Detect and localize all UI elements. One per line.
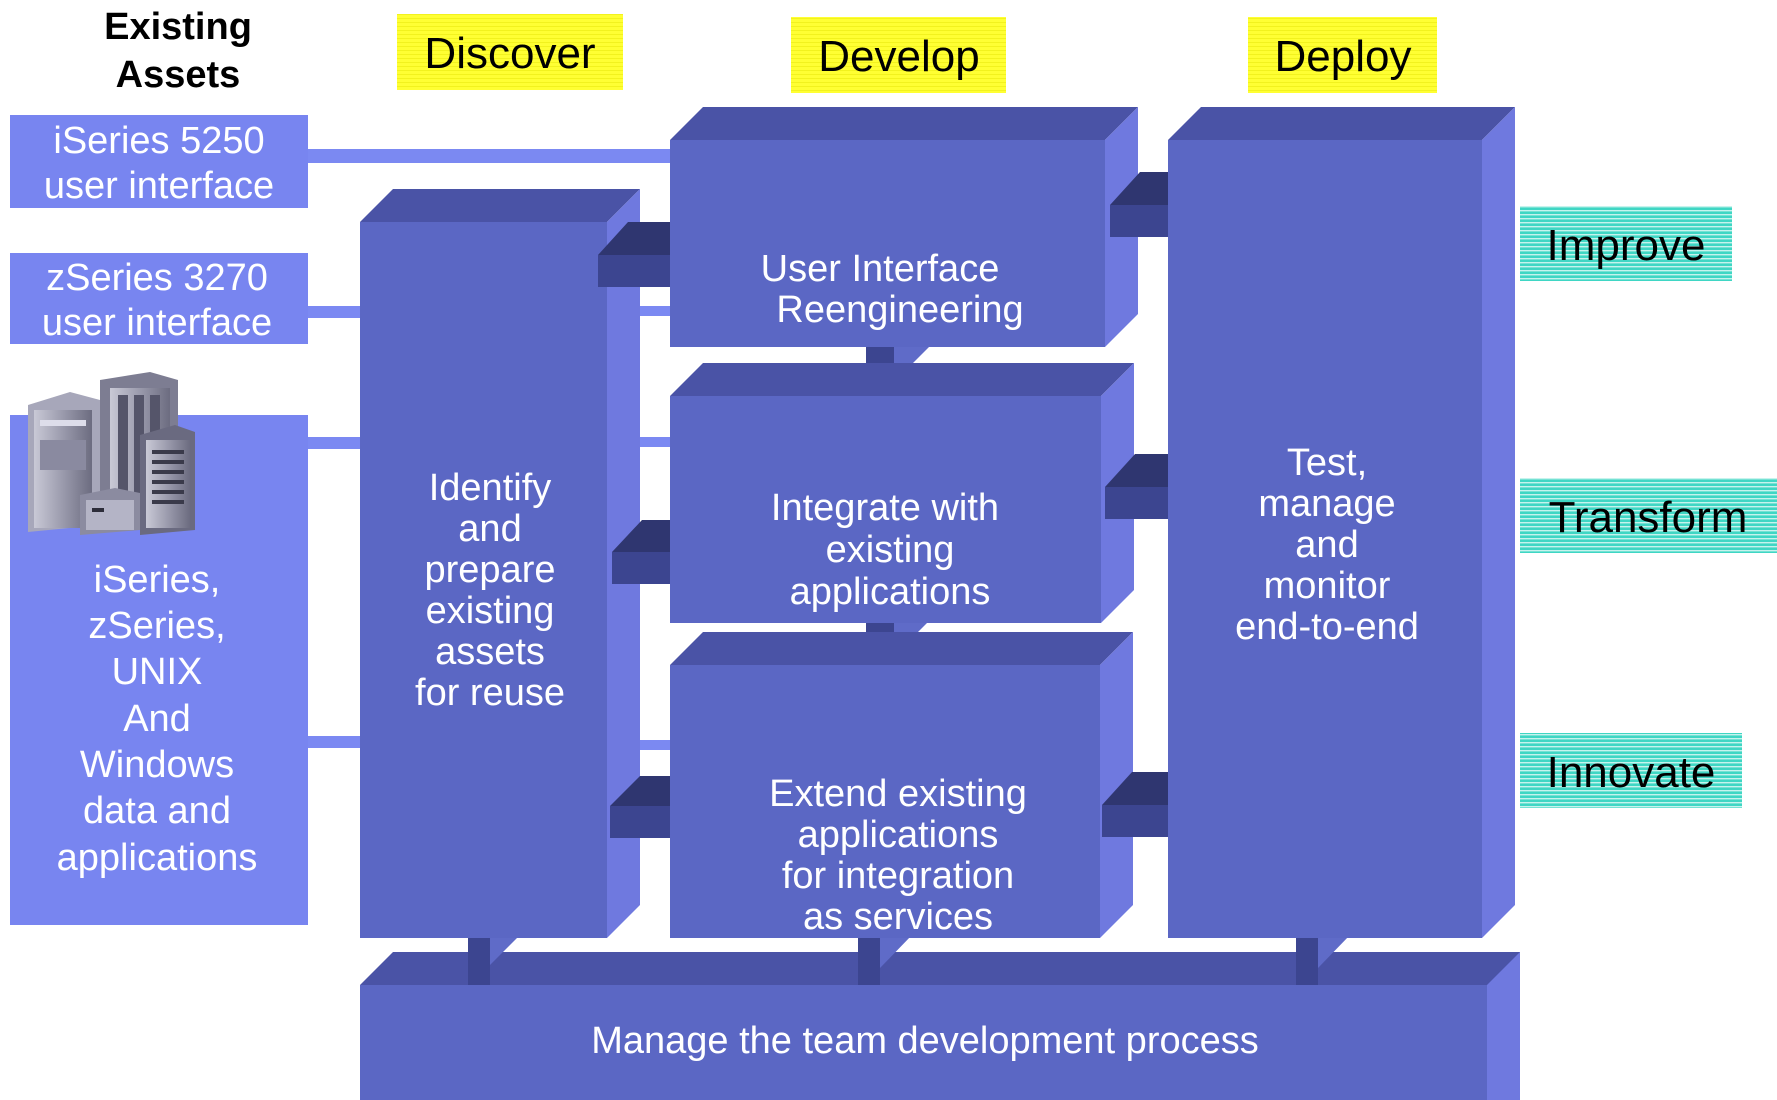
svg-text:assets: assets — [435, 631, 545, 673]
develop-header: Develop — [791, 17, 1006, 93]
svg-text:And: And — [123, 698, 191, 740]
svg-text:iSeries 5250: iSeries 5250 — [53, 120, 264, 162]
svg-text:and: and — [1295, 524, 1358, 566]
svg-text:Extend existing: Extend existing — [769, 773, 1027, 815]
transform-label: Transform — [1520, 478, 1777, 553]
svg-text:Identify: Identify — [429, 467, 552, 509]
innovate-label: Innovate — [1520, 733, 1742, 808]
svg-text:as services: as services — [803, 896, 993, 938]
svg-text:for integration: for integration — [782, 855, 1014, 897]
svg-text:Existing: Existing — [104, 6, 252, 48]
improve-label: Improve — [1520, 206, 1732, 281]
svg-text:Manage the team development pr: Manage the team development process — [591, 1020, 1259, 1062]
improve-highlight — [1520, 206, 1732, 281]
manage-block: Manage the team development process — [360, 952, 1520, 1100]
svg-text:applications: applications — [798, 814, 999, 856]
svg-text:end-to-end: end-to-end — [1235, 606, 1419, 648]
asset-connectors — [305, 149, 670, 750]
svg-text:Transform: Transform — [1549, 493, 1748, 542]
svg-text:iSeries,: iSeries, — [94, 559, 221, 601]
identify-develop-links — [598, 222, 670, 838]
deploy-highlight — [1248, 17, 1437, 93]
svg-text:manage: manage — [1258, 483, 1395, 525]
svg-text:Test,: Test, — [1287, 442, 1367, 484]
deploy-header: Deploy — [1248, 17, 1437, 93]
svg-text:data and: data and — [83, 790, 231, 832]
develop-highlight — [791, 17, 1006, 93]
iseries-5250-box: iSeries 5250 user interface — [10, 115, 308, 208]
svg-text:for reuse: for reuse — [415, 672, 565, 714]
svg-text:UNIX: UNIX — [112, 651, 203, 693]
svg-text:user interface: user interface — [42, 302, 272, 344]
svg-text:monitor: monitor — [1264, 565, 1391, 607]
ui-reengineering-block: User Interface Reengineering — [670, 107, 1138, 347]
svg-text:Windows: Windows — [80, 744, 234, 786]
discover-header: Discover — [397, 14, 623, 90]
svg-text:prepare: prepare — [425, 549, 556, 591]
svg-text:existing: existing — [826, 529, 955, 571]
svg-text:Develop: Develop — [818, 32, 979, 81]
server-cluster-image — [28, 372, 195, 535]
discover-highlight — [397, 14, 623, 90]
svg-text:user interface: user interface — [44, 165, 274, 207]
svg-text:applications: applications — [790, 571, 991, 613]
svg-text:Deploy: Deploy — [1275, 32, 1412, 81]
identify-text: Identify and prepare existing assets for… — [415, 467, 565, 714]
svg-text:Innovate: Innovate — [1547, 748, 1716, 797]
test-text: Test, manage and monitor end-to-end — [1235, 442, 1419, 648]
platforms-text: iSeries, zSeries, UNIX And Windows data … — [57, 559, 258, 879]
develop-deploy-links — [1102, 172, 1170, 837]
svg-text:Reengineering: Reengineering — [776, 289, 1023, 331]
innovate-highlight — [1520, 733, 1742, 808]
svg-text:and: and — [458, 508, 521, 550]
identify-block: Identify and prepare existing assets for… — [360, 189, 640, 938]
integrate-block: Integrate with existing applications — [670, 363, 1134, 623]
svg-text:applications: applications — [57, 837, 258, 879]
svg-text:Improve: Improve — [1547, 221, 1706, 270]
zseries-3270-box: zSeries 3270 user interface — [10, 253, 308, 344]
svg-text:Assets: Assets — [116, 54, 241, 96]
svg-text:zSeries,: zSeries, — [88, 605, 225, 647]
svg-text:Integrate with: Integrate with — [771, 487, 999, 529]
svg-text:existing: existing — [426, 590, 555, 632]
transform-highlight — [1520, 478, 1777, 553]
existing-assets-heading: Existing Assets — [104, 6, 252, 96]
manage-links — [468, 935, 1350, 985]
svg-text:Discover: Discover — [424, 29, 595, 78]
svg-text:User Interface: User Interface — [761, 248, 1000, 290]
svg-text:zSeries 3270: zSeries 3270 — [46, 257, 268, 299]
test-block: Test, manage and monitor end-to-end — [1168, 107, 1515, 938]
extend-block: Extend existing applications for integra… — [670, 632, 1133, 938]
